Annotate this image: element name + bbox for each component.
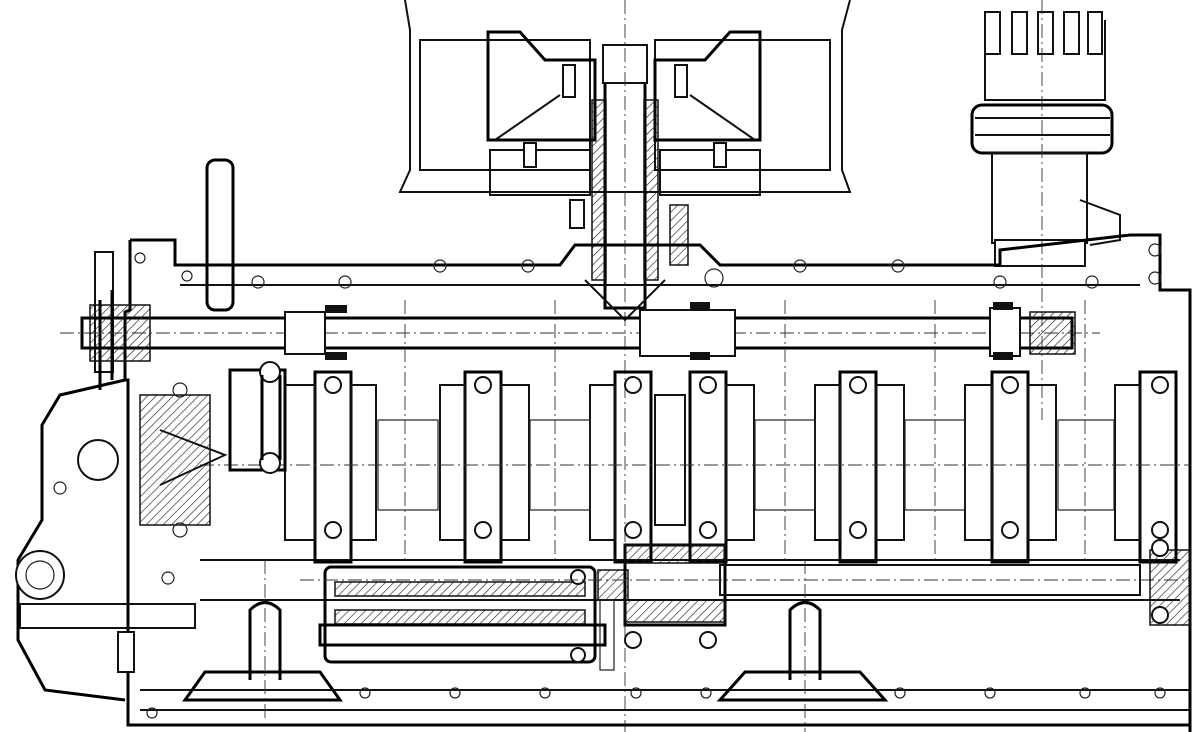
timing-chest xyxy=(15,361,287,702)
crankshaft-bearings xyxy=(200,370,1190,564)
camshaft xyxy=(60,302,1100,362)
auxiliary-shaft xyxy=(300,539,1191,626)
distributor-cap xyxy=(970,0,1121,420)
oil-galleries xyxy=(264,300,1086,732)
bearing-cap-bolts xyxy=(324,376,1169,539)
oil-pump-assembly xyxy=(318,543,727,671)
top-fan-housing xyxy=(398,0,852,196)
top-flange-holes xyxy=(134,243,1162,289)
bottom-flange-holes xyxy=(146,687,1166,719)
